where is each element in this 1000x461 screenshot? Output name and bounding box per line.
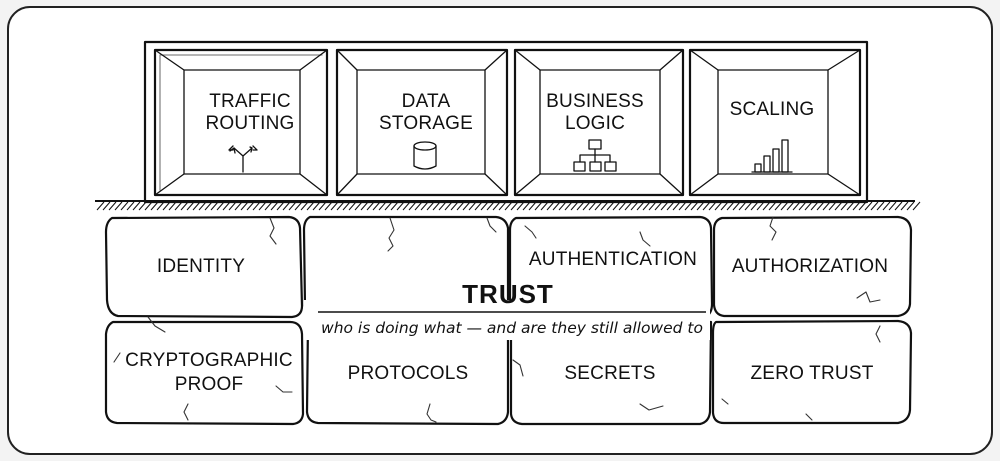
module-label-line2: ROUTING <box>205 113 294 134</box>
module-data-storage: DATA STORAGE <box>335 48 509 197</box>
module-label-line1: TRAFFIC <box>209 91 291 112</box>
bar-chart-icon <box>751 139 793 173</box>
trust-title: TRUST <box>462 279 554 309</box>
module-rack: TRAFFIC ROUTING DATA STORAGE <box>143 40 869 204</box>
trust-banner <box>304 300 710 340</box>
stone-label-crypto-line1: CRYPTOGRAPHIC <box>125 350 293 371</box>
stone-cryptographic-proof <box>104 320 305 426</box>
stone-wall: TRUST who is doing what — and are they s… <box>104 215 913 426</box>
stone-label-secrets: SECRETS <box>564 363 655 384</box>
hierarchy-icon <box>573 139 617 172</box>
module-label-line1: DATA <box>402 91 451 112</box>
ground-line <box>95 200 921 211</box>
stone-cracks <box>113 216 881 423</box>
stone-zero-trust <box>711 319 913 425</box>
module-business-logic: BUSINESS LOGIC <box>513 48 685 197</box>
stone-label-crypto-line2: PROOF <box>175 374 244 395</box>
stone-identity <box>104 215 304 319</box>
stone-authorization <box>712 215 913 318</box>
database-icon <box>413 141 437 170</box>
stone-label-identity: IDENTITY <box>157 256 245 277</box>
stone-secrets <box>509 320 713 426</box>
trust-subtitle: who is doing what — and are they still a… <box>321 319 703 337</box>
module-label-line2: STORAGE <box>379 113 473 134</box>
stone-label-zero-trust: ZERO TRUST <box>750 363 873 384</box>
module-label-line1: SCALING <box>730 99 815 120</box>
stone-protocols <box>305 320 510 426</box>
stone-label-authentication: AUTHENTICATION <box>529 249 697 270</box>
arrows-split-icon <box>228 145 258 173</box>
module-label-line1: BUSINESS <box>546 91 644 112</box>
stone-label-authorization: AUTHORIZATION <box>732 256 888 277</box>
module-traffic-routing: TRAFFIC ROUTING <box>153 48 329 197</box>
outer-frame <box>7 6 993 455</box>
module-scaling: SCALING <box>688 48 862 197</box>
stone-authentication <box>508 215 714 319</box>
stone-label-protocols: PROTOCOLS <box>348 363 469 384</box>
module-label-line2: LOGIC <box>565 113 625 134</box>
